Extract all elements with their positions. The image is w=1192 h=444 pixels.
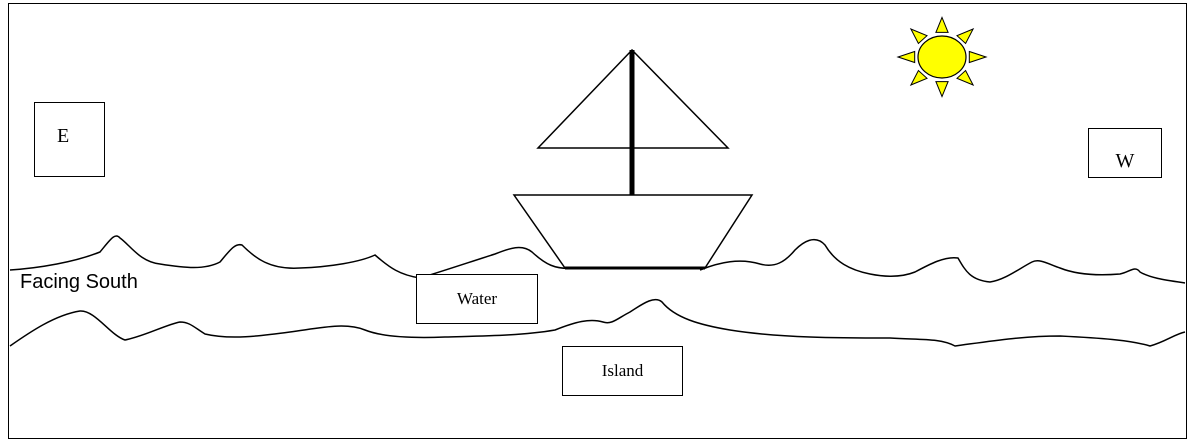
island-label: Island — [601, 361, 644, 380]
facing-direction-caption: Facing South — [20, 271, 138, 293]
water-label-box: Water — [416, 274, 538, 324]
lower-wave-line — [9, 298, 1186, 347]
east-label: E — [57, 125, 70, 147]
sun-ray — [909, 69, 928, 86]
west-label: W — [1115, 150, 1135, 172]
boat-sail — [536, 48, 730, 149]
sun-icon — [896, 16, 988, 98]
west-label-box: W — [1088, 128, 1162, 178]
sailboat — [512, 48, 754, 270]
boat-hull — [512, 194, 754, 269]
upper-wave-line — [9, 235, 1186, 284]
sun-ray — [935, 81, 949, 98]
east-label-box: E — [34, 102, 105, 177]
sun-ray — [896, 50, 916, 64]
sun-ray — [909, 28, 928, 45]
sun-ray — [968, 50, 988, 64]
island-label-box: Island — [562, 346, 683, 396]
sun-ray — [956, 69, 975, 86]
water-label: Water — [456, 289, 498, 308]
sun-ray — [956, 28, 975, 45]
sun-ray — [935, 16, 949, 33]
